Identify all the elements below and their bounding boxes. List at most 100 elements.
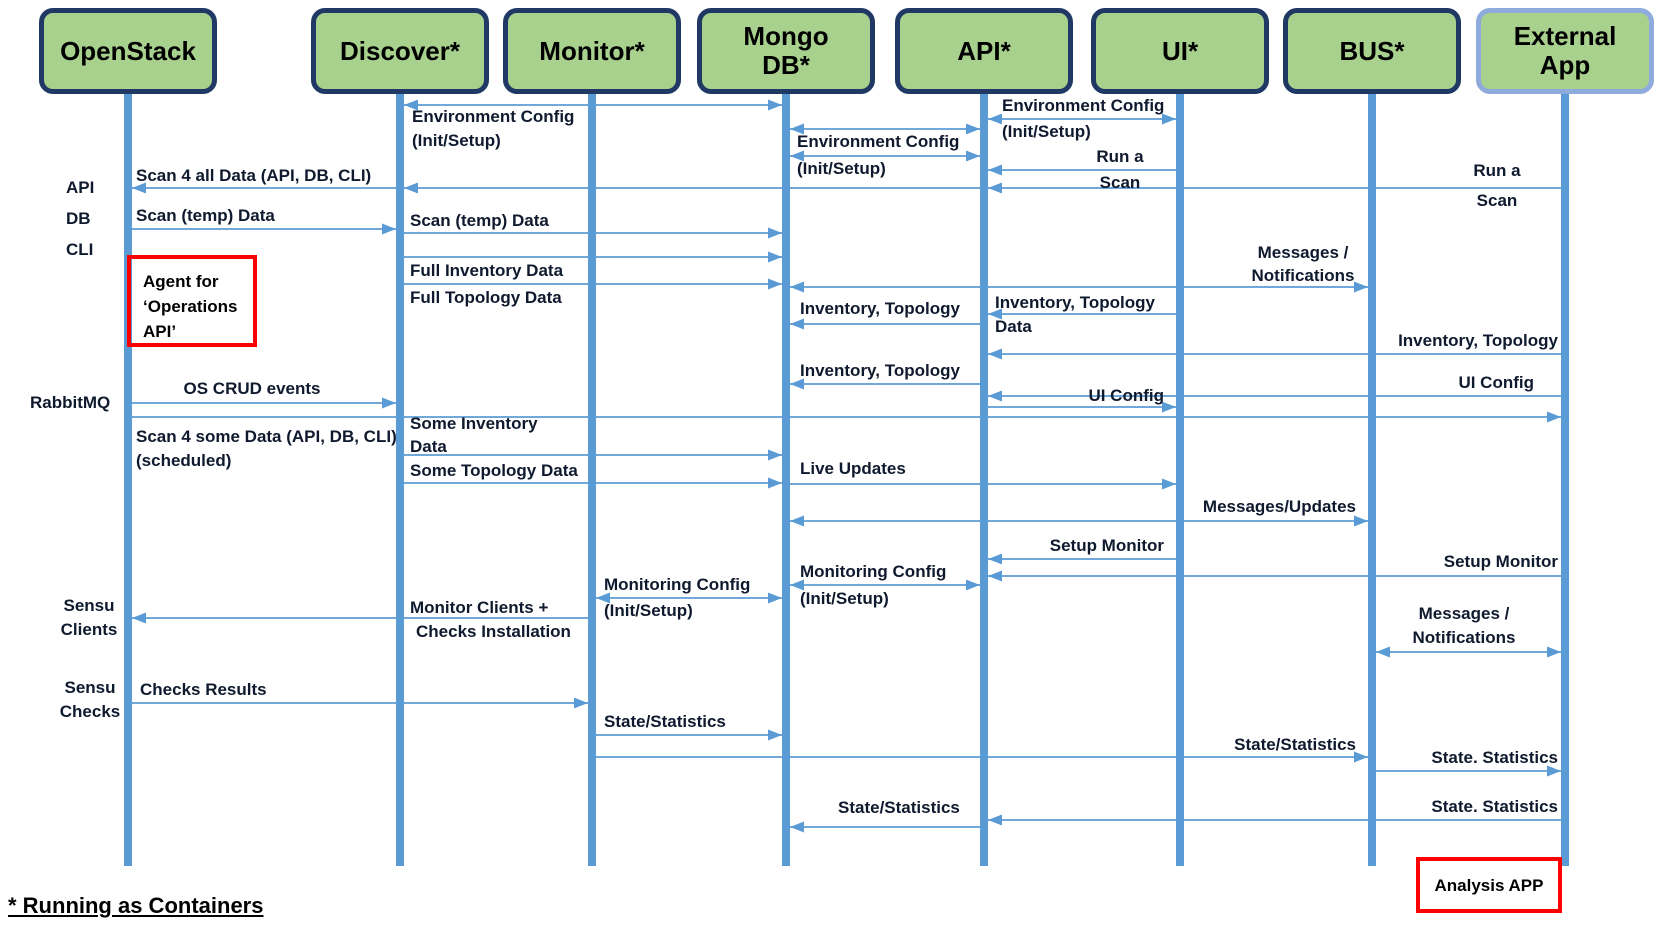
arrow-monitor-to-mongodb-28 <box>592 592 786 604</box>
arrow-ui-to-api-13 <box>984 308 1180 320</box>
label-monitor-clients-line2: Checks Installation <box>416 622 571 641</box>
agent-callout: Agent for ‘Operations API’ <box>127 255 257 347</box>
label-state-statistics-ext-2: State. Statistics <box>1431 797 1558 816</box>
label-scan-4-some-data-line2: (scheduled) <box>136 451 232 470</box>
label-env-config-discover-line2: (Init/Setup) <box>412 131 501 150</box>
arrow-api-to-ui-1 <box>984 113 1180 125</box>
label-monitoring-config-monitor-line2: (Init/Setup) <box>604 601 693 620</box>
arrow-external-app-to-api-26 <box>984 570 1565 582</box>
label-inventory-topology-ext: Inventory, Topology <box>1398 331 1558 350</box>
arrow-monitor-to-bus-33 <box>592 751 1372 763</box>
label-scan-4-some-data-line1: Scan 4 some Data (API, DB, CLI) <box>136 427 397 446</box>
actor-box-bus: BUS* <box>1283 8 1461 94</box>
label-env-config-mongo-line2: (Init/Setup) <box>797 159 886 178</box>
label-side-label-cli: CLI <box>66 240 94 259</box>
arrow-discover-to-mongodb-21 <box>400 449 786 461</box>
label-messages-notifications-1b: Notifications <box>1251 266 1355 285</box>
arrow-openstack-to-external-app-20 <box>128 411 1565 423</box>
label-inventory-topology-data-line2: Data <box>995 317 1032 336</box>
analysis-callout: Analysis APP <box>1416 857 1562 913</box>
label-env-config-discover-line1: Environment Config <box>412 107 575 126</box>
arrow-api-to-mongodb-36 <box>786 821 984 833</box>
label-sensu-clients-line1: Sensu <box>63 596 115 615</box>
arrow-external-app-to-api-15 <box>984 348 1565 360</box>
arrow-mongodb-to-api-27 <box>786 579 984 591</box>
arrow-api-to-mongodb-14 <box>786 318 984 330</box>
label-scan-temp-data-left: Scan (temp) Data <box>136 206 275 225</box>
label-run-a-scan-ui-line2: Scan <box>1099 173 1141 192</box>
label-inventory-topology-mongo-2: Inventory, Topology <box>800 361 960 380</box>
label-full-inventory-data: Full Inventory Data <box>410 261 564 280</box>
label-some-topology-data: Some Topology Data <box>410 461 578 480</box>
arrow-mongodb-to-bus-12 <box>786 281 1372 293</box>
lifeline-external-app <box>1561 92 1569 866</box>
label-env-config-api-ui-line2: (Init/Setup) <box>1002 122 1091 141</box>
arrow-openstack-to-discover-8 <box>128 223 400 235</box>
arrow-monitor-to-openstack-29 <box>128 612 592 624</box>
arrow-discover-to-mongodb-11 <box>400 278 786 290</box>
lifeline-mongodb <box>782 92 790 866</box>
arrow-api-to-discover-6 <box>400 182 984 194</box>
label-sensu-checks-line2: Checks <box>59 702 121 721</box>
arrow-monitor-to-mongodb-32 <box>592 729 786 741</box>
arrow-mongodb-to-api-3 <box>786 150 984 162</box>
actor-box-openstack: OpenStack <box>39 8 217 94</box>
lifeline-api <box>980 92 988 866</box>
arrow-openstack-to-monitor-31 <box>128 697 592 709</box>
label-rabbitmq-label: RabbitMQ <box>30 393 111 412</box>
label-run-a-scan-ext-line2: Scan <box>1476 191 1518 210</box>
arrow-discover-to-mongodb-9 <box>400 227 786 239</box>
label-os-crud-events: OS CRUD events <box>183 379 321 398</box>
footer-note: * Running as Containers <box>8 893 264 918</box>
label-ui-config-api: UI Config <box>1088 386 1164 405</box>
label-side-label-api: API <box>66 178 95 197</box>
label-full-topology-data: Full Topology Data <box>410 288 562 307</box>
arrow-mongodb-to-ui-23 <box>786 478 1180 490</box>
label-checks-results: Checks Results <box>140 680 267 699</box>
arrow-ui-to-api-4 <box>984 164 1180 176</box>
label-setup-monitor-ext: Setup Monitor <box>1443 552 1558 571</box>
arrow-external-app-to-api-35 <box>984 814 1565 826</box>
label-messages-notifications-1a: Messages / <box>1257 243 1349 262</box>
arrow-ui-to-api-25 <box>984 553 1180 565</box>
label-monitoring-config-monitor-line1: Monitoring Config <box>604 575 751 594</box>
label-ui-config-ext: UI Config <box>1458 373 1534 392</box>
label-env-config-mongo-line1: Environment Config <box>797 132 960 151</box>
lifeline-monitor <box>588 92 596 866</box>
label-sensu-checks-line1: Sensu <box>64 678 116 697</box>
label-state-statistics-mongo: State/Statistics <box>838 798 960 817</box>
arrow-api-to-mongodb-16 <box>786 378 984 390</box>
lifeline-bus <box>1368 92 1376 866</box>
label-side-label-db: DB <box>66 209 91 228</box>
arrow-external-app-to-api-17 <box>984 390 1565 402</box>
label-run-a-scan-ext-line1: Run a <box>1473 161 1521 180</box>
actor-box-monitor: Monitor* <box>503 8 681 94</box>
label-inventory-topology-mongo-1: Inventory, Topology <box>800 299 960 318</box>
label-messages-updates: Messages/Updates <box>1202 497 1356 516</box>
label-messages-notifications-2b: Notifications <box>1412 628 1516 647</box>
actor-box-external-app: External App <box>1476 8 1654 94</box>
lifeline-openstack <box>124 92 132 866</box>
arrow-bus-to-external-app-34 <box>1372 765 1565 777</box>
actor-box-discover: Discover* <box>311 8 489 94</box>
arrow-discover-to-openstack-7 <box>128 182 400 194</box>
arrow-discover-to-mongodb-10 <box>400 251 786 263</box>
label-inventory-topology-data-line1: Inventory, Topology <box>995 293 1155 312</box>
label-scan-4-all-data: Scan 4 all Data (API, DB, CLI) <box>136 166 372 185</box>
label-messages-notifications-2a: Messages / <box>1418 604 1510 623</box>
lifeline-discover <box>396 92 404 866</box>
arrow-discover-to-mongodb-22 <box>400 477 786 489</box>
actor-box-ui: UI* <box>1091 8 1269 94</box>
label-setup-monitor-ui: Setup Monitor <box>1049 536 1164 555</box>
label-live-updates: Live Updates <box>800 459 906 478</box>
arrow-bus-to-external-app-30 <box>1372 646 1565 658</box>
arrow-mongodb-to-bus-24 <box>786 515 1372 527</box>
label-state-statistics-monitor: State/Statistics <box>604 712 726 731</box>
label-monitoring-config-mongo-line2: (Init/Setup) <box>800 589 889 608</box>
label-some-inventory-line2: Data <box>410 437 447 456</box>
label-state-statistics-bus: State/Statistics <box>1234 735 1356 754</box>
lifeline-ui <box>1176 92 1184 866</box>
actor-box-api: API* <box>895 8 1073 94</box>
label-state-statistics-ext-1: State. Statistics <box>1431 748 1558 767</box>
